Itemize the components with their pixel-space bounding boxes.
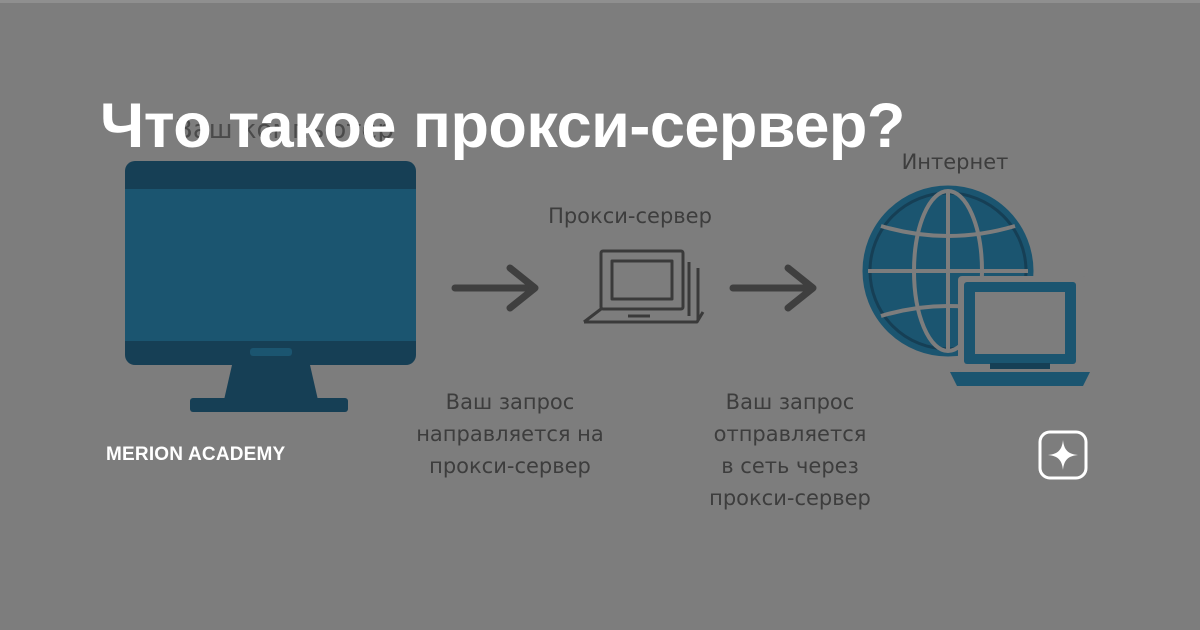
zen-logo-button[interactable] [1038,430,1088,480]
channel-name[interactable]: MERION ACADEMY [106,444,286,465]
laptop-stack-icon [583,249,705,324]
caption-line: в сеть через [721,454,859,478]
caption-line: направляется на [416,422,604,446]
monitor-icon [125,161,416,412]
caption-line: Ваш запрос [725,390,855,414]
proxy-server-label: Прокси-сервер [548,204,712,228]
caption-request-to-proxy: Ваш запрос направляется на прокси-сервер [400,386,620,482]
sparkle-star-icon [1038,430,1088,480]
arrow-right-icon [729,264,817,312]
internet-label: Интернет [901,150,1009,174]
article-title[interactable]: Что такое прокси-сервер? [100,91,905,161]
caption-line: отправляется [713,422,867,446]
caption-line: прокси-сервер [429,454,591,478]
top-divider [0,0,1200,3]
caption-request-via-proxy: Ваш запрос отправляется в сеть через про… [680,386,900,514]
caption-line: прокси-сервер [709,486,871,510]
laptop-icon [950,276,1090,386]
caption-line: Ваш запрос [445,390,575,414]
arrow-right-icon [451,264,539,312]
computer-label: Ваш компьютер [175,115,394,145]
